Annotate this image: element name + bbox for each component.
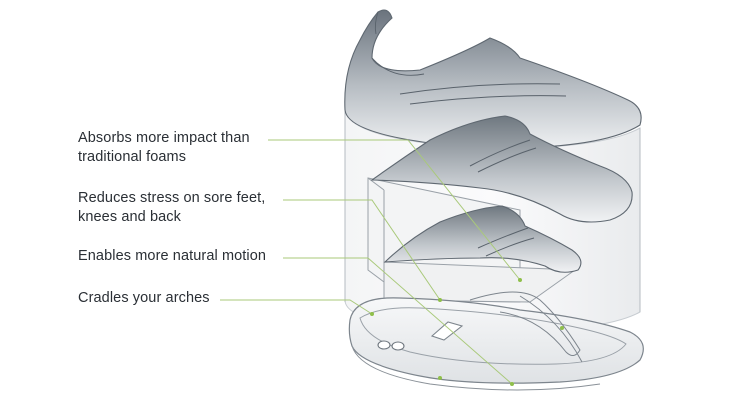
leader-dot-motion	[510, 382, 514, 386]
callout-motion: Enables more natural motion	[78, 247, 266, 266]
leader-dot-heel	[438, 376, 442, 380]
callout-stress-line-1: Reduces stress on sore feet,	[78, 190, 266, 206]
callout-stress: Reduces stress on sore feet, knees and b…	[78, 189, 265, 227]
leader-dot-arches	[370, 312, 374, 316]
shell-layer	[370, 115, 633, 223]
callout-motion-line-1: Enables more natural motion	[78, 248, 267, 264]
sandal-sole	[348, 291, 644, 391]
shoe-upper-layer	[344, 9, 642, 149]
leader-dot-stress	[438, 298, 442, 302]
leader-line-impact	[268, 139, 521, 281]
thong-layer	[383, 205, 582, 273]
leader-line-arches	[220, 299, 373, 315]
callout-arches-line-1: Cradles your arches	[78, 290, 210, 306]
leader-line-stress	[283, 199, 441, 301]
leader-dot-arch-top	[560, 326, 564, 330]
leader-lines	[220, 139, 564, 386]
leader-line-motion	[283, 257, 513, 385]
leader-dot-impact	[518, 278, 522, 282]
callout-stress-line-2: knees and back	[78, 209, 181, 225]
callout-arches: Cradles your arches	[78, 289, 210, 308]
callout-impact-line-2: traditional foams	[78, 149, 187, 165]
callout-impact: Absorbs more impact than traditional foa…	[78, 129, 250, 167]
callout-impact-line-1: Absorbs more impact than	[78, 130, 250, 146]
